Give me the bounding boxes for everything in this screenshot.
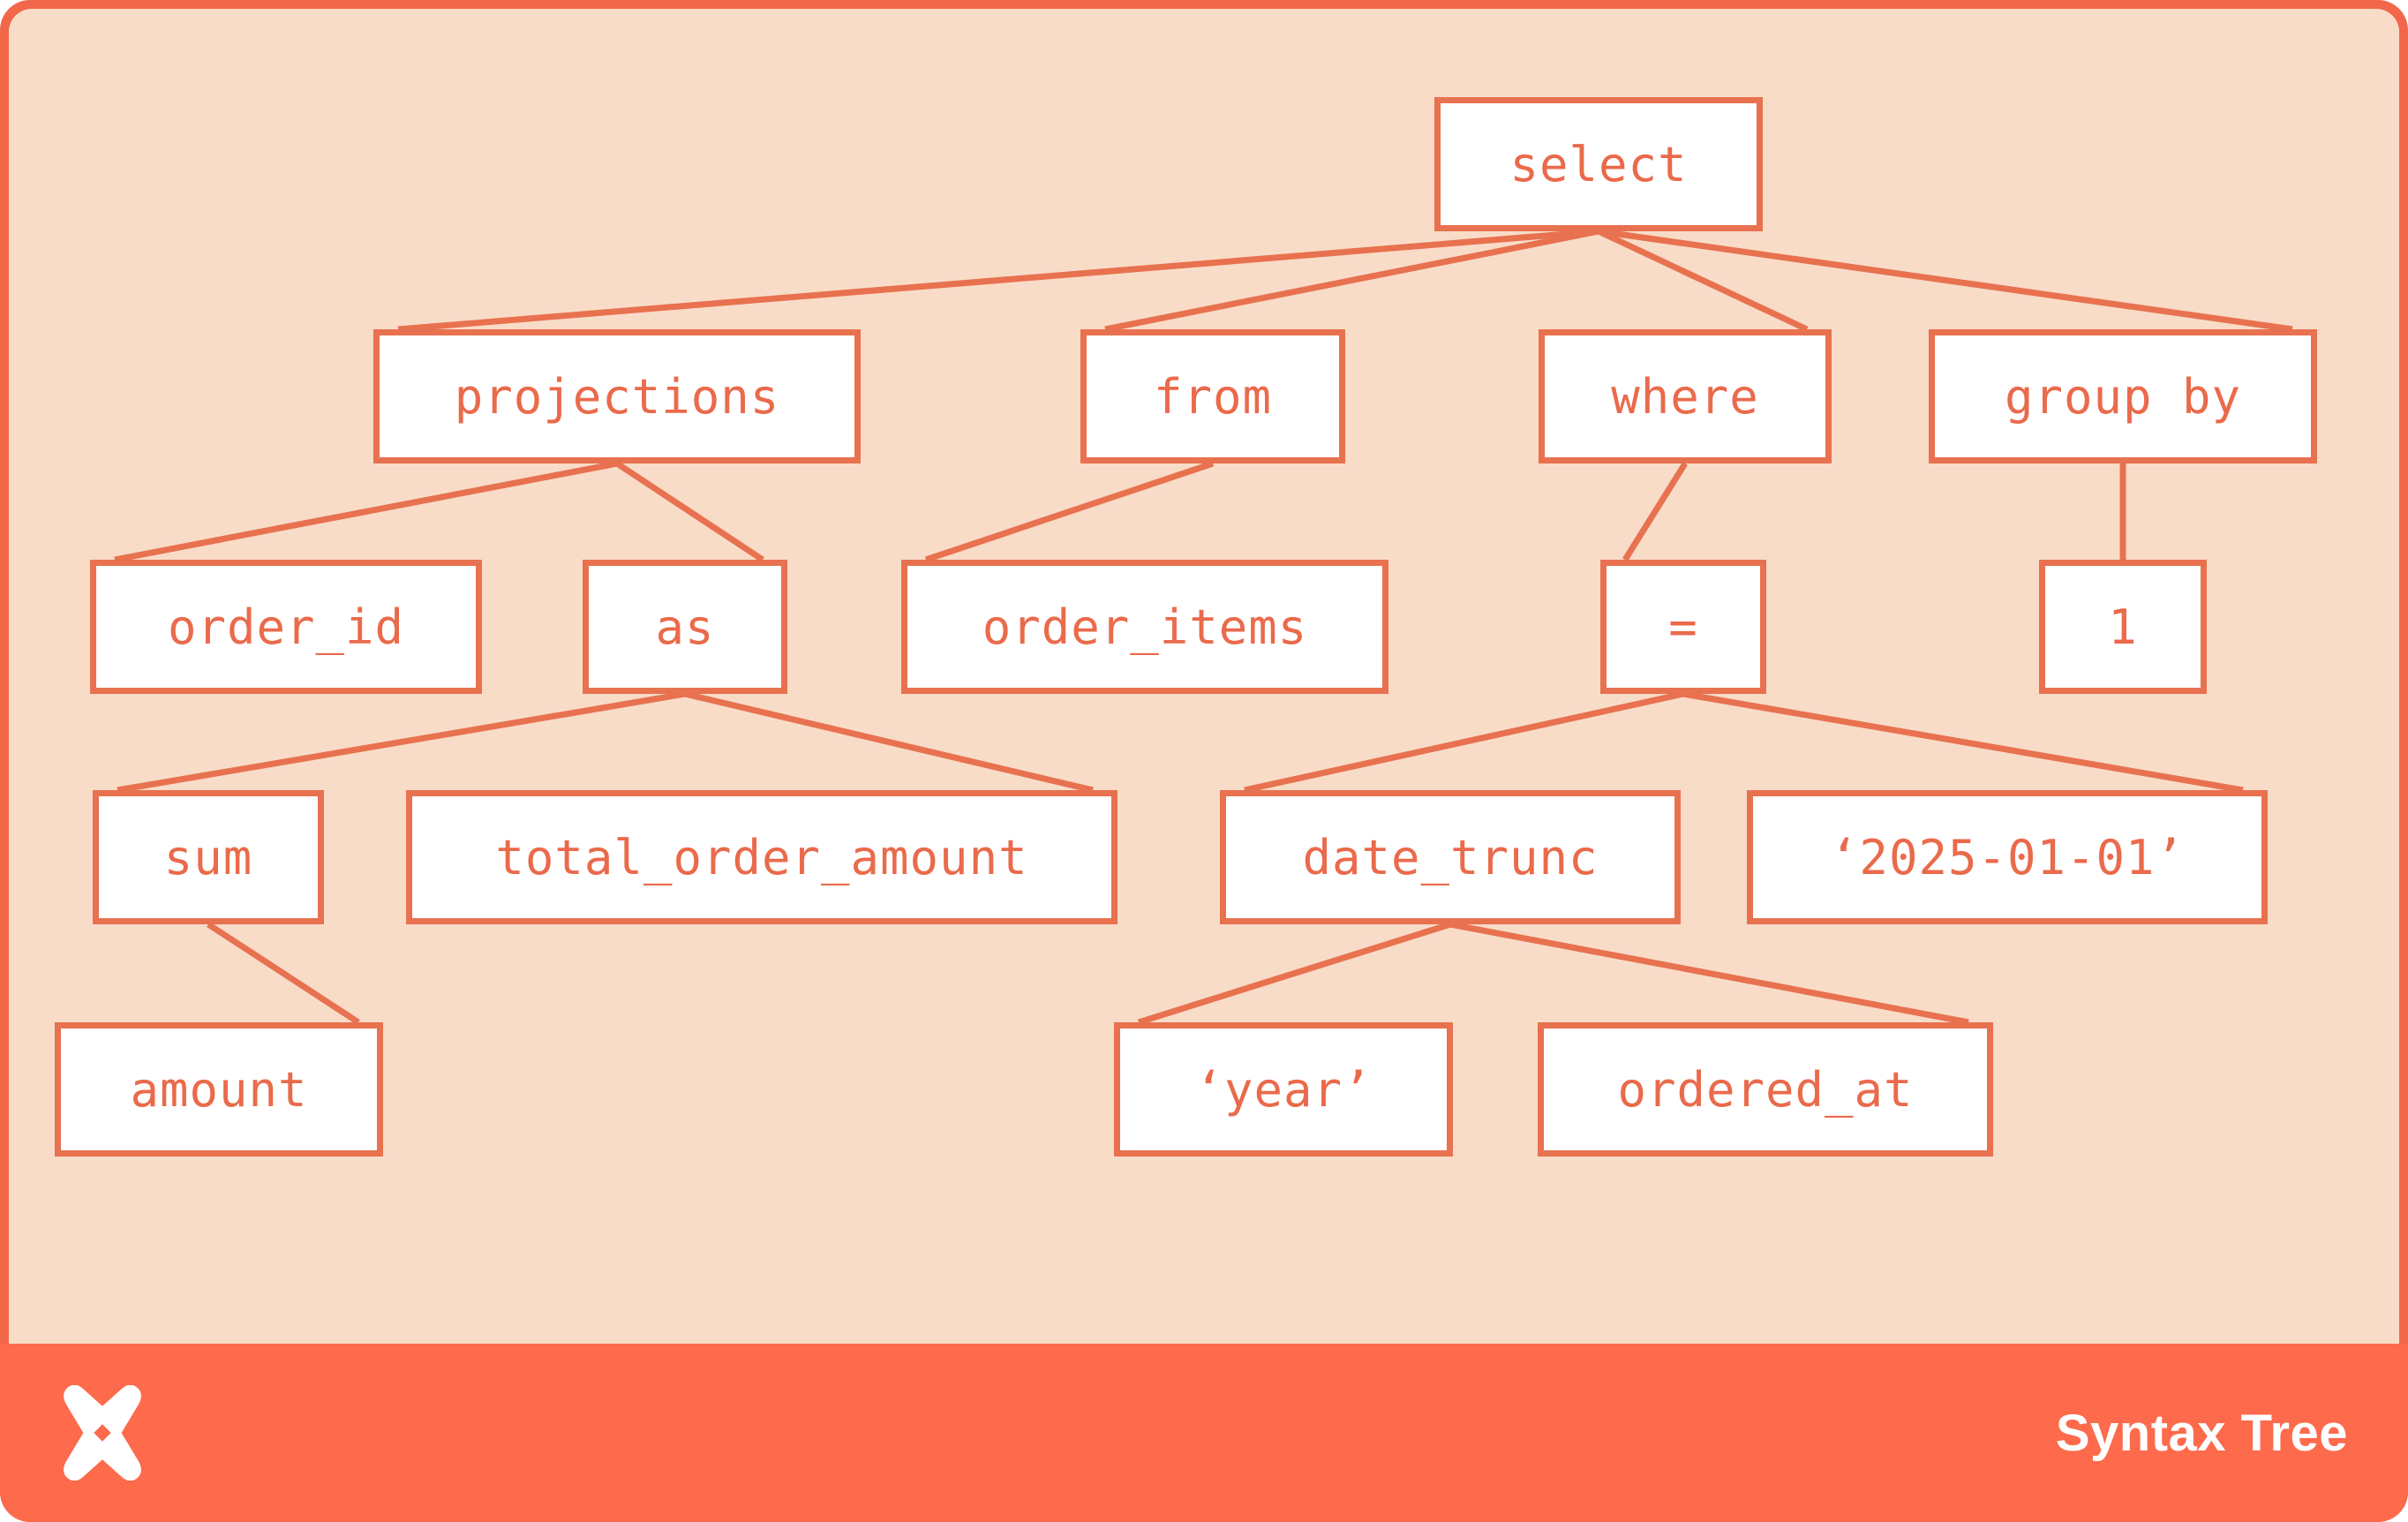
tree-node-as[interactable]: as bbox=[583, 560, 787, 694]
tree-node-amount[interactable]: amount bbox=[55, 1022, 383, 1157]
tree-node-select[interactable]: select bbox=[1434, 97, 1763, 231]
tree-node-one[interactable]: 1 bbox=[2039, 560, 2207, 694]
tree-node-from[interactable]: from bbox=[1080, 329, 1345, 463]
tree-node-order_items[interactable]: order_items bbox=[901, 560, 1388, 694]
tree-node-date_literal[interactable]: ‘2025-01-01’ bbox=[1747, 790, 2268, 924]
tree-node-total_order_amount[interactable]: total_order_amount bbox=[406, 790, 1117, 924]
tree-node-group_by[interactable]: group by bbox=[1929, 329, 2317, 463]
x-mark-logo bbox=[64, 1385, 141, 1481]
tree-node-sum[interactable]: sum bbox=[93, 790, 324, 924]
tree-node-projections[interactable]: projections bbox=[373, 329, 861, 463]
footer-bar: Syntax Tree bbox=[0, 1344, 2408, 1522]
tree-node-order_id[interactable]: order_id bbox=[90, 560, 482, 694]
tree-node-ordered_at[interactable]: ordered_at bbox=[1538, 1022, 1993, 1157]
tree-node-eq[interactable]: = bbox=[1600, 560, 1766, 694]
tree-node-year_literal[interactable]: ‘year’ bbox=[1114, 1022, 1453, 1157]
tree-node-where[interactable]: where bbox=[1539, 329, 1832, 463]
tree-node-date_trunc[interactable]: date_trunc bbox=[1220, 790, 1681, 924]
footer-title: Syntax Tree bbox=[2055, 1404, 2348, 1462]
